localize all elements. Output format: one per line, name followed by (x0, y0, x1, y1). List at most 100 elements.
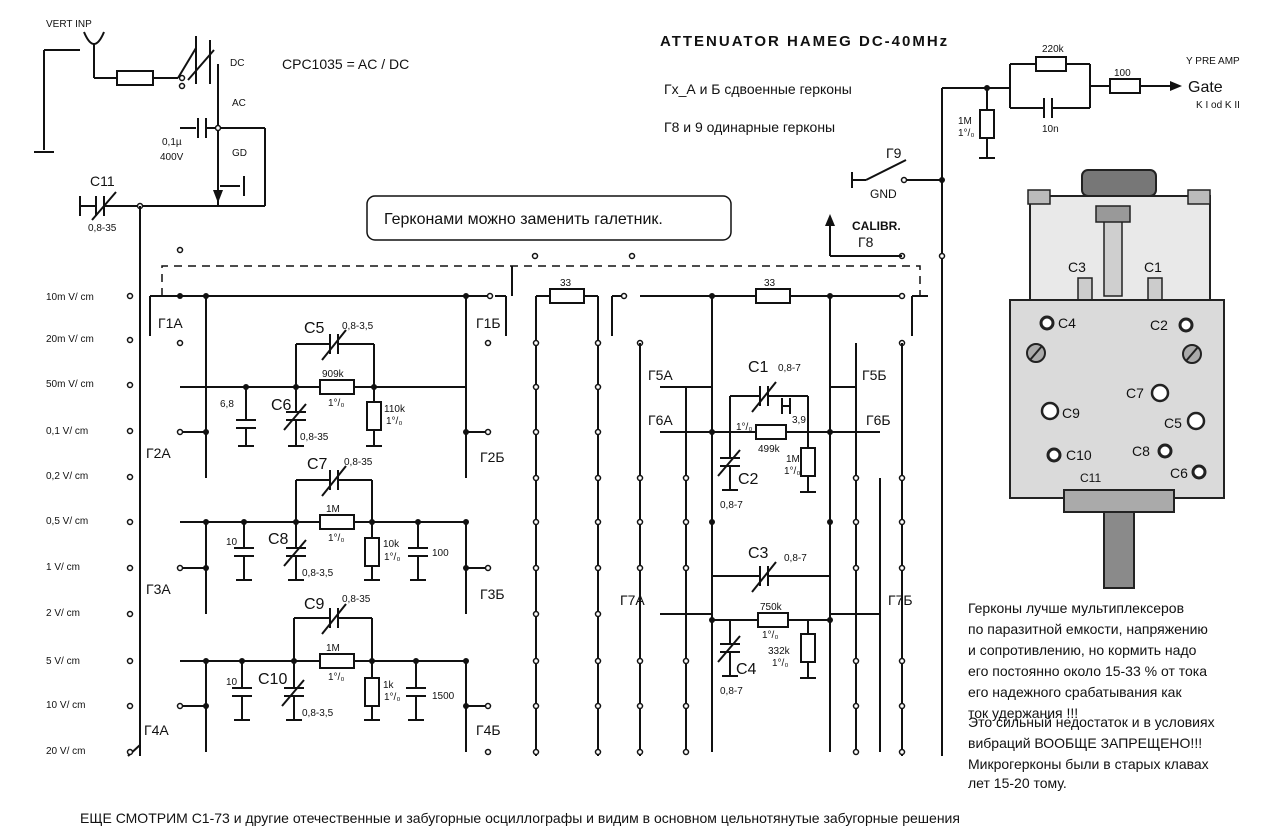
svg-text:0,8-35: 0,8-35 (88, 223, 117, 234)
stage3-trim: C10 (258, 671, 287, 688)
svg-text:по паразитной емкости, напряже: по паразитной емкости, напряжению (968, 621, 1208, 637)
stage-2: C7 0,8-35 1M 1°/₀ 10 C8 0,8-3,5 10k 1°/₀… (180, 456, 469, 581)
stage1-cap: C5 (304, 320, 325, 337)
svg-text:909k: 909k (322, 369, 345, 380)
relay-g2a: Г2А (146, 445, 171, 461)
callout-text: Герконами можно заменить галетник. (384, 211, 663, 228)
svg-text:0,8-7: 0,8-7 (720, 686, 743, 697)
svg-text:5 V/ cm: 5 V/ cm (46, 656, 80, 667)
footer-note: ЕЩЕ СМОТРИМ С1-73 и другие отечественные… (80, 810, 960, 826)
svg-text:0,8-7: 0,8-7 (778, 363, 801, 374)
svg-text:1500: 1500 (432, 691, 455, 702)
svg-text:1°/₀: 1°/₀ (958, 128, 975, 139)
svg-text:1°/₀: 1°/₀ (328, 398, 345, 409)
svg-text:C9: C9 (1062, 405, 1080, 421)
svg-text:1°/₀: 1°/₀ (384, 552, 401, 563)
calib-label: CALIBR. (852, 219, 901, 233)
output-section: 220k 100 10n Y PRE AMP Gate K I od K II … (825, 44, 1240, 756)
svg-text:C10: C10 (1066, 447, 1092, 463)
paragraph-note: Герконы лучше мультиплексеров по паразит… (968, 600, 1215, 791)
relay-g3b: Г3Б (480, 586, 505, 602)
svg-text:C11: C11 (1080, 471, 1101, 485)
relay-g6b: Г6Б (866, 412, 891, 428)
svg-text:6,8: 6,8 (220, 399, 234, 410)
svg-text:AC: AC (232, 98, 246, 109)
svg-text:C1: C1 (1144, 259, 1162, 275)
svg-text:вибраций ВООБЩЕ ЗАПРЕЩЕНО!!!: вибраций ВООБЩЕ ЗАПРЕЩЕНО!!! (968, 735, 1202, 751)
svg-text:его постоянно около 15-33 % от: его постоянно около 15-33 % от тока (968, 663, 1207, 679)
output-label: Y PRE AMP (1186, 56, 1240, 67)
range-labels: 10m V/ cm 20m V/ cm 50m V/ cm 0,1 V/ cm … (46, 292, 94, 757)
stage2-cap: C7 (307, 456, 328, 473)
svg-text:0,5 V/ cm: 0,5 V/ cm (46, 516, 88, 527)
svg-text:10n: 10n (1042, 124, 1059, 135)
svg-text:400V: 400V (160, 152, 184, 163)
input-section: VERT INP DC AC GD 0,1µ 400V C11 (34, 19, 266, 234)
relay-g2b: Г2Б (480, 449, 505, 465)
svg-text:10: 10 (226, 677, 238, 688)
relay-g7a: Г7А (620, 592, 645, 608)
svg-text:332k: 332k (768, 646, 791, 657)
svg-text:1M: 1M (326, 643, 340, 654)
relay-note: CPC1035 = AC / DC (282, 56, 409, 72)
svg-text:0,8-3,5: 0,8-3,5 (302, 568, 334, 579)
svg-text:20 V/ cm: 20 V/ cm (46, 746, 85, 757)
svg-text:1°/₀: 1°/₀ (384, 692, 401, 703)
svg-text:и сопротивлению, но кормить на: и сопротивлению, но кормить надо (968, 642, 1197, 658)
relay-g7b: Г7Б (888, 592, 913, 608)
left-switch-columns: Г1А Г1Б Г2А Г2Б Г3А Г3Б Г4А Г4Б (144, 292, 507, 756)
svg-text:K I od K II: K I od K II (1196, 100, 1240, 111)
svg-text:1k: 1k (383, 680, 395, 691)
svg-text:C5: C5 (1164, 415, 1182, 431)
svg-text:его надежного срабатывания как: его надежного срабатывания как (968, 684, 1182, 700)
svg-text:2 V/ cm: 2 V/ cm (46, 608, 80, 619)
input-label: VERT INP (46, 19, 92, 30)
relay-g6a: Г6А (648, 412, 673, 428)
stage2-trim: C8 (268, 531, 289, 548)
svg-text:DC: DC (230, 58, 244, 69)
relay-g1a: Г1А (158, 315, 183, 331)
note-single: Г8 и 9 одинарные герконы (664, 119, 835, 135)
svg-text:0,1µ: 0,1µ (162, 137, 182, 148)
svg-text:C6: C6 (1170, 465, 1188, 481)
svg-text:0,8-35: 0,8-35 (300, 432, 329, 443)
svg-text:0,8-3,5: 0,8-3,5 (342, 321, 374, 332)
relay-g3a: Г3А (146, 581, 171, 597)
svg-text:1°/₀: 1°/₀ (772, 658, 789, 669)
right-section: 33 Г5А Г6А Г7А Г5Б Г6Б Г7Б (611, 278, 928, 756)
svg-text:1°/₀: 1°/₀ (328, 533, 345, 544)
svg-text:C8: C8 (1132, 443, 1150, 459)
gnd-label: GND (870, 187, 897, 201)
svg-text:ток удержания !!!: ток удержания !!! (968, 705, 1078, 721)
stage3-cap: C9 (304, 596, 325, 613)
svg-text:110k: 110k (384, 404, 406, 415)
svg-text:1 V/ cm: 1 V/ cm (46, 562, 80, 573)
svg-text:10m V/ cm: 10m V/ cm (46, 292, 94, 303)
svg-text:33: 33 (560, 278, 572, 289)
svg-text:0,8-3,5: 0,8-3,5 (302, 708, 334, 719)
svg-text:Микрогерконы были в старых кла: Микрогерконы были в старых клавах (968, 756, 1209, 772)
relay-g4b: Г4Б (476, 722, 501, 738)
svg-text:0,8-35: 0,8-35 (344, 457, 373, 468)
svg-text:10: 10 (226, 537, 238, 548)
svg-text:лет 15-20 тому.: лет 15-20 тому. (968, 775, 1067, 791)
svg-text:100: 100 (432, 548, 449, 559)
stage-1: C5 0,8-3,5 909k 1°/₀ 6,8 C6 0,8-35 110k … (180, 320, 466, 447)
svg-text:1°/₀: 1°/₀ (736, 422, 753, 433)
svg-text:0,8-7: 0,8-7 (784, 553, 807, 564)
relay-g9: Г9 (886, 145, 902, 161)
svg-text:220k: 220k (1042, 44, 1065, 55)
stage-3: C9 0,8-35 1M 1°/₀ 10 C10 0,8-3,5 1k 1°/₀… (180, 594, 469, 721)
right-stage2-trim: C4 (736, 661, 757, 678)
attenuator-photo: C3 C1 C4 C2 C7 C9 C5 C10 C8 C11 C6 (1009, 169, 1225, 589)
svg-text:20m V/ cm: 20m V/ cm (46, 334, 94, 345)
svg-text:3,9: 3,9 (792, 415, 806, 426)
svg-text:C3: C3 (1068, 259, 1086, 275)
svg-text:C7: C7 (1126, 385, 1144, 401)
svg-text:1°/₀: 1°/₀ (386, 416, 403, 427)
note-dual: Гх_А и Б сдвоенные герконы (664, 81, 852, 97)
svg-text:10 V/ cm: 10 V/ cm (46, 700, 85, 711)
svg-text:750k: 750k (760, 602, 783, 613)
